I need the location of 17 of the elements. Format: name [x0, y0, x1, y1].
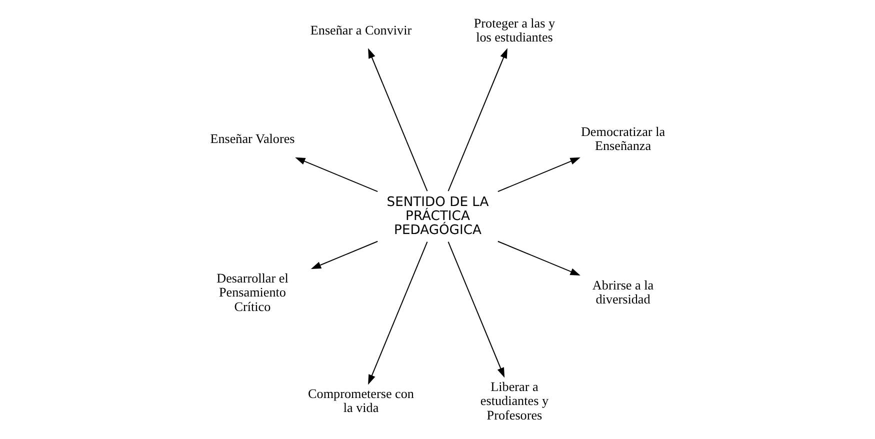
arrow [368, 48, 428, 191]
node-text: Enseñar a Convivir [310, 22, 412, 38]
arrow [368, 241, 428, 384]
node-text: Desarrollar el Pensamiento Crítico [216, 270, 288, 314]
arrow [448, 48, 508, 191]
arrow [310, 240, 378, 268]
node-text: Enseñar Valores [210, 130, 295, 146]
arrow [295, 156, 378, 192]
node-text: Proteger a las y los estudiantes [474, 15, 556, 44]
node-text: SENTIDO DE LA PRÁCTICA PEDAGÓGICA [386, 194, 489, 238]
arrow [498, 156, 580, 192]
node-text: Democratizar la Enseñanza [580, 124, 666, 153]
arrow [448, 241, 505, 378]
node-text: Liberar a estudiantes y Profesores [480, 378, 549, 422]
node-text: Comprometerse con la vida [308, 386, 414, 415]
arrow [498, 240, 580, 276]
node-text: Abrirse a la diversidad [592, 277, 654, 306]
